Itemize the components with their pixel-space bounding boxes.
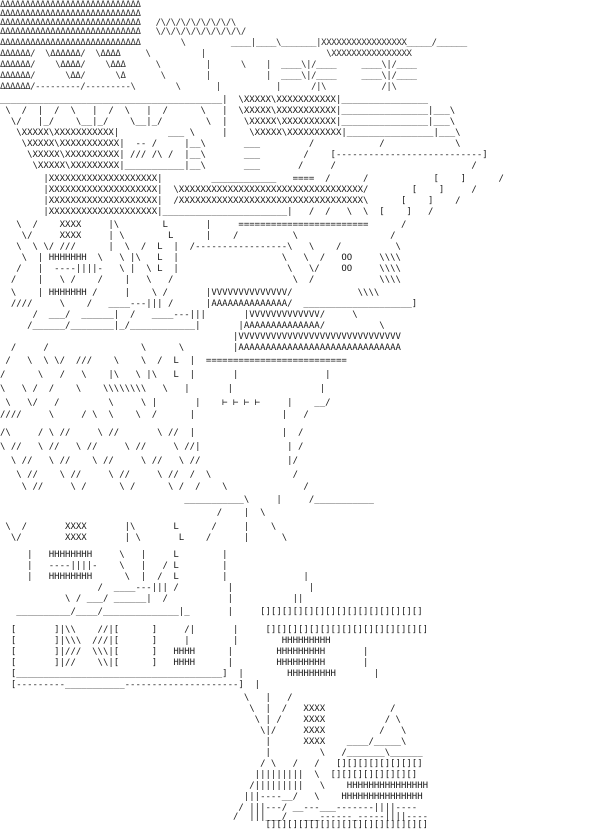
art-row: /______/________|_/____________| |AAAAAA… — [0, 321, 385, 331]
art-row: \ | HHHHHHH / | \ / |VVVVVVVVVVVVVV/ \\\… — [0, 288, 380, 298]
art-row: \XXXXX\XXXXXXXXXX| /// /\ / |__\ ___ / [… — [0, 150, 488, 160]
art-row: |XXXXXXXXXXXXXXXXXXXX|__________________… — [0, 207, 434, 217]
art-row: |||----__/ \ HHHHHHHHHHHHHHH — [0, 792, 423, 802]
art-row: ||||||||| \ [][][][][][][][] — [0, 770, 418, 780]
art-row: \/ |_/ \__|_/ \__|_/ \ | \XXXXX\XXXXXXXX… — [0, 117, 456, 127]
art-row: [ ]|\\ //|[ ] /| | [][][][][][][][][][][… — [0, 625, 429, 635]
art-row: | ----||||- \ | / L | — [0, 561, 228, 571]
art-row: \ / XXXX |\ L / | \ — [0, 522, 277, 532]
art-row: / ___/ ______| / ____---||| |VVVVVVVVVVV… — [0, 310, 358, 320]
art-row: \ // \ // \ // \ // \ // |/ — [0, 456, 299, 466]
art-row: ΔΔΔΔΔΔΔΔΔΔΔΔΔΔΔΔΔΔΔΔΔΔΔΔΔΔΔΔ — [0, 0, 141, 10]
art-row: / |||___/ ___------_-----||||---- — [0, 812, 429, 822]
art-row: [ ]|// \\|[ ] HHHH | HHHHHHHHH | — [0, 658, 369, 668]
art-row: / | ----||||- \ | \ L | \ \/ OO \\\\ — [0, 264, 401, 274]
art-row: \ / ___/ ______| / | || — [0, 594, 304, 604]
art-row: \XXXXX\XXXXXXXXXXX| -- / |__\ ___ / / \ — [0, 139, 461, 149]
art-row: \/ XXXX | \ L / | \ — [0, 533, 288, 543]
art-row: ΔΔΔΔΔΔ/---------/---------\ \ | | /|\ /|… — [0, 82, 397, 92]
art-row: [---------___________-------------------… — [0, 680, 261, 690]
art-row: \ / | / \ | / \ | / \ | \XXXXX\XXXXXXXXX… — [0, 106, 456, 116]
art-row: | \ /_______\______ — [0, 748, 423, 758]
art-row: \ / XXXX |\ L | ========================… — [0, 220, 407, 230]
art-row: ΔΔΔΔΔΔ/ \ΔΔΔΔ/ \ΔΔΔ \ | \ | ____\|/____ … — [0, 60, 417, 70]
art-row: / \ / / [][][][][][][][] — [0, 759, 423, 769]
art-row: | HHHHHHHH \ | L | — [0, 550, 228, 560]
art-row: ΔΔΔΔΔΔ/ \ΔΔΔΔΔΔ/ \ΔΔΔΔ \ | \XXXXXXXXXXXX… — [0, 49, 412, 59]
art-row: \ \/ / \ \ | | ⊢ ⊢ ⊢ ⊢ | __/ — [0, 398, 331, 408]
art-row: | HHHHHHHH \ | / L | | — [0, 572, 309, 582]
art-row: \ // \ // \ // \ // / \ / — [0, 470, 299, 480]
art-row: \ | / XXXX / — [0, 704, 396, 714]
art-row: \ | HHHHHHH \ \ |\ L | \ \ / OO \\\\ — [0, 253, 401, 263]
art-row: / ____---||| / | | — [0, 583, 315, 593]
art-row: \XXXXX\XXXXXXXXXXX| ___ \ | \XXXXX\XXXXX… — [0, 128, 461, 138]
art-row: \ // \ / \ / \ / / \ / — [0, 482, 309, 492]
art-row: |VVVVVVVVVVVVVVVVVVVVVVVVVVVVVV — [0, 332, 401, 342]
art-row: \XXXXX\XXXXXXXXX|___________|__\ ___ / /… — [0, 161, 477, 171]
art-row: / | \ / / | \ / \ / \\\\ — [0, 275, 401, 285]
art-row: ΔΔΔΔΔΔΔΔΔΔΔΔΔΔΔΔΔΔΔΔΔΔΔΔΔΔΔΔ /\/\/\/\/\/… — [0, 18, 236, 28]
art-row: \ | / — [0, 693, 293, 703]
art-row: | XXXX ____/_____\ — [0, 737, 407, 747]
art-row: \ // \ // \ // \ // \ //| | / — [0, 442, 304, 452]
art-row: ________________________________________… — [0, 95, 429, 105]
art-row: / \ \ \/ /// \ \ / L | =================… — [0, 356, 347, 366]
art-row: //// \ / ____---||| / |AAAAAAAAAAAAAA/ _… — [0, 299, 418, 309]
art-row: __________/____/______________|_ | [][][… — [0, 607, 423, 617]
art-row: \ \ / / \ \\\\\\\\ \ | | | — [0, 384, 326, 394]
art-row: /\ / \ // \ // \ // | | / — [0, 428, 304, 438]
art-row: \/ XXXX | \ L | / \ / — [0, 231, 396, 241]
art-row: |XXXXXXXXXXXXXXXXXXXX| \XXXXXXXXXXXXXXXX… — [0, 185, 477, 195]
art-row: ΔΔΔΔΔΔ/ \ΔΔ/ \Δ \ | | ____\|/____ ____\|… — [0, 71, 417, 81]
art-row: / \ / \ |\ \ |\ L | | | — [0, 370, 331, 380]
art-row: / |||---/ __---___-------||||---- — [0, 803, 418, 813]
art-row: [______________________________________]… — [0, 669, 380, 679]
art-row: |XXXXXXXXXXXXXXXXXXXX| ____________ ====… — [0, 174, 504, 184]
art-row: / / \ \ |AAAAAAAAAAAAAAAAAAAAAAAAAAAAAA — [0, 343, 401, 353]
art-row: //// \ / \ \ \ / | | / — [0, 410, 309, 420]
art-row: ΔΔΔΔΔΔΔΔΔΔΔΔΔΔΔΔΔΔΔΔΔΔΔΔΔΔΔΔ \ ____|____… — [0, 38, 467, 48]
art-row: ___________\ | /___________ — [0, 495, 374, 505]
art-row: [ ]|\\\ ///|[ ] | | HHHHHHHHH — [0, 636, 331, 646]
art-row: ΔΔΔΔΔΔΔΔΔΔΔΔΔΔΔΔΔΔΔΔΔΔΔΔΔΔΔΔ \/\/\/\/\/\… — [0, 27, 246, 37]
art-row: \|/ XXXX / \ — [0, 726, 407, 736]
art-row: [ ]|/// \\\|[ ] HHHH | HHHHHHHHH | — [0, 647, 369, 657]
art-row: |XXXXXXXXXXXXXXXXXXXX| /XXXXXXXXXXXXXXXX… — [0, 196, 461, 206]
art-row: [][][][][][][][][][][][][][][] — [0, 820, 429, 830]
art-row: /||||||||| \ HHHHHHHHHHHHHHH — [0, 781, 429, 791]
art-row: \ \ \/ /// | \ / L | /-----------------\… — [0, 242, 401, 252]
art-row: / | \ — [0, 508, 266, 518]
art-row: \ | / XXXX / \ — [0, 715, 401, 725]
art-row: ΔΔΔΔΔΔΔΔΔΔΔΔΔΔΔΔΔΔΔΔΔΔΔΔΔΔΔΔ — [0, 9, 141, 19]
